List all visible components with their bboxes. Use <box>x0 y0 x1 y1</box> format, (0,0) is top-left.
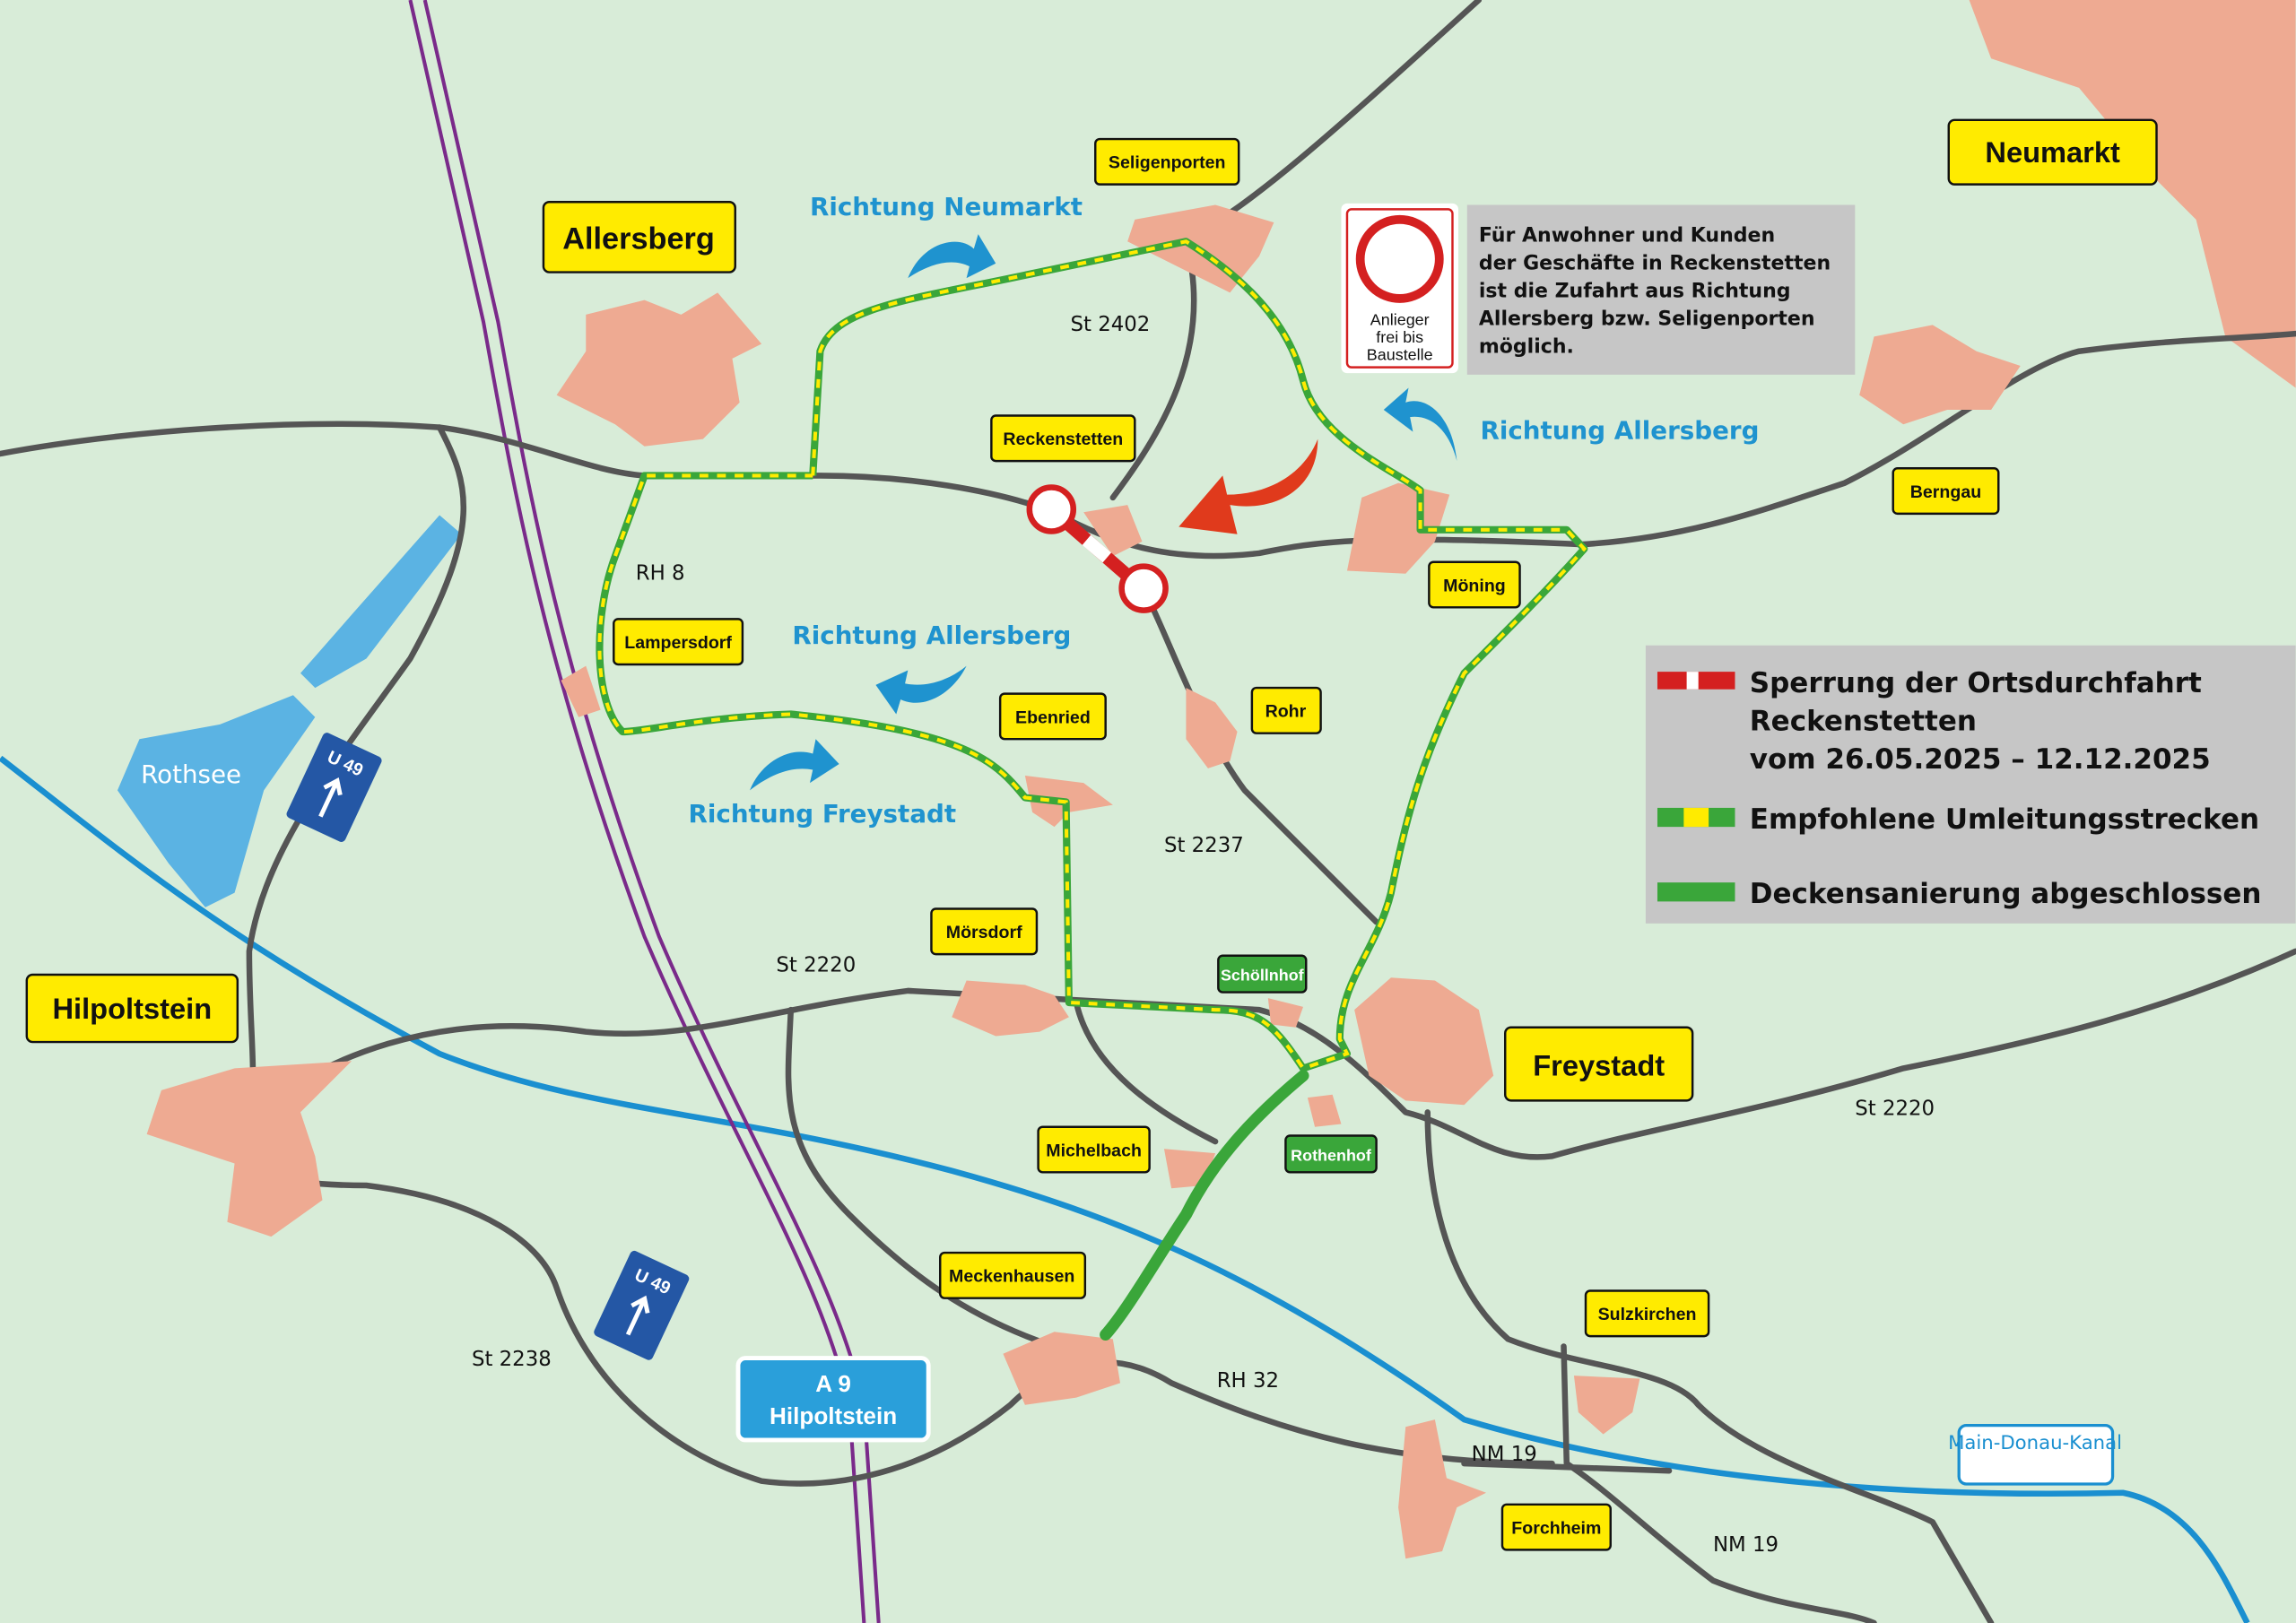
village-label-completed: Rothenhof <box>1284 1134 1378 1174</box>
a9-motorway-lane <box>422 0 881 1623</box>
legend-closure-swatch <box>1657 672 1735 690</box>
svg-text:Sperrung der Ortsdurchfahrt: Sperrung der Ortsdurchfahrt <box>1750 667 2202 699</box>
road-label: NM 19 <box>1472 1443 1537 1466</box>
main-donau-kanal <box>0 755 2250 1623</box>
town-label-hilpoltstein: Hilpoltstein <box>25 973 239 1044</box>
bike-route-sign-u49: U 49 <box>594 1250 690 1360</box>
village-label: Michelbach <box>1037 1125 1151 1174</box>
svg-text:Allersberg: Allersberg <box>562 221 715 256</box>
svg-text:Berngau: Berngau <box>1910 482 1981 502</box>
svg-text:Hilpoltstein: Hilpoltstein <box>770 1402 897 1429</box>
town-label-neumarkt: Neumarkt <box>1947 118 2158 186</box>
svg-text:Reckenstetten: Reckenstetten <box>1003 430 1123 449</box>
direction-label: Richtung Allersberg <box>792 621 1071 650</box>
town-label-freystadt: Freystadt <box>1504 1026 1694 1102</box>
svg-text:Deckensanierung abgeschlossen: Deckensanierung abgeschlossen <box>1750 878 2262 910</box>
village-label: Ebenried <box>998 692 1107 741</box>
road-label: St 2237 <box>1164 834 1244 857</box>
legend: Sperrung der Ortsdurchfahrt Reckenstette… <box>1645 645 2296 924</box>
svg-text:Meckenhausen: Meckenhausen <box>949 1267 1074 1287</box>
road-label: St 2238 <box>472 1348 552 1371</box>
village-label: Lampersdorf <box>613 618 744 666</box>
blue-arrow-icon <box>875 665 967 715</box>
village-label: Mörsdorf <box>930 907 1039 956</box>
blue-arrow-icon <box>750 739 839 791</box>
legend-completed-swatch <box>1657 882 1735 902</box>
svg-text:Mörsdorf: Mörsdorf <box>946 923 1022 942</box>
road-label: NM 19 <box>1713 1533 1779 1557</box>
road-label: St 2220 <box>776 954 856 977</box>
svg-text:Freystadt: Freystadt <box>1533 1049 1665 1082</box>
svg-text:Rothenhof: Rothenhof <box>1291 1146 1372 1164</box>
svg-text:Für Anwohner und Kunden: Für Anwohner und Kunden <box>1479 224 1775 247</box>
svg-text:frei bis: frei bis <box>1376 328 1423 346</box>
closure-sign-icon <box>1026 484 1077 534</box>
detour-route <box>596 238 1588 1341</box>
bike-route-sign-u49: U 49 <box>286 733 382 842</box>
lake-label: Rothsee <box>141 759 241 789</box>
village-label: Meckenhausen <box>939 1251 1087 1299</box>
village-label-completed: Schöllnhof <box>1217 954 1308 994</box>
svg-text:Empfohlene Umleitungsstrecken: Empfohlene Umleitungsstrecken <box>1750 803 2259 836</box>
anlieger-frei-sign: Anlieger frei bis Baustelle <box>1341 203 1459 374</box>
svg-text:Michelbach: Michelbach <box>1046 1141 1142 1160</box>
village-label: Seligenporten <box>1094 137 1240 186</box>
svg-text:Forchheim: Forchheim <box>1511 1518 1601 1538</box>
svg-text:Rohr: Rohr <box>1265 702 1307 722</box>
svg-text:Sulzkirchen: Sulzkirchen <box>1598 1305 1697 1324</box>
red-arrow-icon <box>1178 438 1318 534</box>
canal-label: Main-Donau-Kanal <box>1948 1424 2122 1486</box>
rothsee-lake <box>117 515 462 907</box>
motorway-sign-a9: A 9 Hilpoltstein <box>735 1356 931 1443</box>
neumarkt-area <box>1969 0 2296 388</box>
direction-label: Richtung Allersberg <box>1480 416 1759 446</box>
svg-text:Ebenried: Ebenried <box>1015 707 1091 727</box>
svg-text:Möning: Möning <box>1443 576 1506 595</box>
info-box: Für Anwohner und Kunden der Geschäfte in… <box>1466 204 1856 375</box>
a9-motorway <box>408 0 866 1623</box>
svg-text:vom 26.05.2025 – 12.12.2025: vom 26.05.2025 – 12.12.2025 <box>1750 743 2211 776</box>
svg-text:Seligenporten: Seligenporten <box>1109 153 1226 173</box>
village-label: Möning <box>1428 560 1521 609</box>
village-label: Rohr <box>1250 686 1322 734</box>
direction-label: Richtung Freystadt <box>689 799 957 829</box>
road-label: St 2402 <box>1070 313 1150 336</box>
svg-text:Lampersdorf: Lampersdorf <box>624 633 732 653</box>
svg-text:ist die Zufahrt aus Richtung: ist die Zufahrt aus Richtung <box>1479 280 1791 302</box>
road-closure <box>1026 484 1169 613</box>
completed-resurfacing <box>1100 1070 1309 1341</box>
village-label: Reckenstetten <box>990 414 1136 463</box>
town-label-allersberg: Allersberg <box>542 201 736 273</box>
svg-text:Main-Donau-Kanal: Main-Donau-Kanal <box>1948 1432 2122 1454</box>
road-label: RH 8 <box>636 561 685 585</box>
svg-text:Anlieger: Anlieger <box>1370 310 1430 328</box>
village-label: Forchheim <box>1500 1503 1612 1551</box>
blue-arrow-icon <box>1383 387 1457 462</box>
legend-detour-swatch <box>1657 807 1735 828</box>
blue-arrow-icon <box>908 234 996 279</box>
svg-text:Allersberg bzw. Seligenporten: Allersberg bzw. Seligenporten <box>1479 308 1815 330</box>
svg-text:Hilpoltstein: Hilpoltstein <box>53 992 213 1025</box>
svg-text:Reckenstetten: Reckenstetten <box>1750 705 1977 737</box>
svg-text:Schöllnhof: Schöllnhof <box>1221 967 1305 985</box>
road-label: RH 32 <box>1217 1369 1279 1393</box>
svg-text:A 9: A 9 <box>815 1370 851 1397</box>
svg-text:Neumarkt: Neumarkt <box>1985 135 2120 169</box>
village-label: Sulzkirchen <box>1584 1289 1710 1338</box>
road-label: St 2220 <box>1855 1098 1935 1121</box>
closure-sign-icon <box>1118 563 1169 613</box>
village-label: Berngau <box>1892 467 2000 516</box>
direction-label: Richtung Neumarkt <box>810 192 1083 221</box>
prohibition-sign-icon <box>1355 214 1444 303</box>
svg-text:der Geschäfte in Reckenstetten: der Geschäfte in Reckenstetten <box>1479 252 1831 274</box>
svg-text:Baustelle: Baustelle <box>1367 345 1433 363</box>
svg-text:möglich.: möglich. <box>1479 335 1574 358</box>
